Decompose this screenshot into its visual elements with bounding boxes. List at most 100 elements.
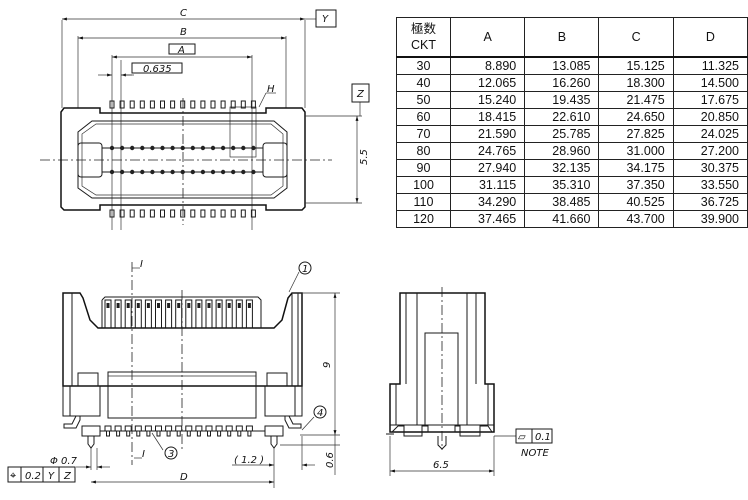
cell-c: 37.350: [598, 176, 674, 194]
pin: [220, 145, 226, 151]
header-ckt-jp: 極数: [411, 22, 437, 36]
callout-3-label: 3: [168, 449, 174, 460]
cell-c: 27.825: [598, 125, 674, 143]
solder-tail: [220, 209, 226, 218]
pin: [190, 169, 195, 175]
pin: [210, 145, 216, 151]
cell-a: 24.765: [450, 142, 526, 160]
contact: [195, 299, 203, 329]
contact: [104, 299, 112, 329]
height-5-5-label: 5.5: [359, 149, 370, 165]
section-mark-top: I: [140, 259, 143, 270]
top-view: C Y B A 0.635 H: [40, 8, 370, 230]
cell-ckt: 90: [395, 159, 452, 177]
cell-c: 24.650: [598, 108, 674, 126]
solder-tail: [250, 209, 256, 218]
label-h: H: [267, 84, 275, 95]
pin: [190, 145, 195, 151]
cell-b: 28.960: [524, 142, 600, 160]
cell-b: 41.660: [524, 210, 600, 228]
solder-tail: [200, 100, 206, 109]
solder-tail: [245, 425, 253, 437]
solder-tail: [160, 209, 165, 218]
cell-a: 31.115: [450, 176, 526, 194]
cell-a: 15.240: [450, 91, 526, 109]
pin: [150, 169, 155, 175]
solder-tail: [170, 100, 176, 109]
solder-tail: [230, 100, 236, 109]
cell-d: 27.200: [672, 142, 748, 160]
standoff-label: 0.6: [325, 452, 336, 468]
contact-tip: [187, 303, 191, 308]
solder-tail: [114, 425, 122, 437]
cell-c: 21.475: [598, 91, 674, 109]
solder-tail: [119, 100, 125, 109]
contact-tip: [227, 303, 231, 308]
cell-b: 32.135: [524, 159, 600, 177]
pin: [241, 169, 246, 175]
pin: [119, 169, 125, 175]
solder-tail: [200, 209, 206, 218]
solder-tail: [155, 425, 162, 437]
cell-a: 21.590: [450, 125, 526, 143]
pin: [180, 169, 185, 175]
cell-d: 39.900: [672, 210, 748, 228]
flatness-value: 0.1: [535, 432, 551, 443]
pin: [109, 145, 115, 151]
flatness-icon: ▱: [518, 432, 526, 443]
contact: [155, 299, 162, 329]
solder-tail: [195, 425, 203, 437]
pin: [150, 145, 155, 151]
position-datum-2: Z: [63, 471, 72, 482]
cell-d: 24.025: [672, 125, 748, 143]
contact: [245, 299, 253, 329]
contact: [235, 299, 243, 329]
side-view: 6.5 ▱ 0.1 NOTE: [386, 287, 553, 476]
cell-a: 37.465: [450, 210, 526, 228]
solder-tail: [170, 209, 176, 218]
contact-tip: [126, 303, 130, 308]
table-header-row: 極数 CKT A B C D: [395, 17, 748, 58]
cell-ckt: 120: [395, 210, 452, 228]
dim-d-label: D: [180, 472, 188, 483]
solder-tail: [129, 100, 135, 109]
cell-ckt: 70: [395, 125, 452, 143]
cell-ckt: 30: [395, 56, 452, 75]
cell-c: 18.300: [598, 74, 674, 92]
solder-tail: [149, 100, 155, 109]
solder-tail: [185, 425, 193, 437]
solder-tail: [139, 100, 145, 109]
solder-tail: [109, 100, 115, 109]
solder-tail: [190, 100, 196, 109]
flatness-frame: ▱ 0.1: [515, 428, 553, 444]
section-mark-bottom: I: [142, 449, 145, 460]
pin: [200, 145, 206, 151]
solder-tail: [210, 100, 216, 109]
callout-4-circle: [313, 405, 327, 419]
solder-tail: [180, 100, 186, 109]
datum-y-box: [315, 9, 337, 28]
pin: [210, 169, 216, 175]
solder-tail: [215, 425, 223, 437]
contact: [114, 299, 122, 329]
solder-tail: [240, 100, 246, 109]
dim-a-box: [168, 43, 196, 55]
cell-a: 27.940: [450, 159, 526, 177]
contact-tip: [146, 303, 150, 308]
header-a: A: [450, 17, 526, 58]
cell-ckt: 50: [395, 91, 452, 109]
header-ckt-en: CKT: [411, 38, 436, 52]
cell-a: 34.290: [450, 193, 526, 211]
cell-a: 8.890: [450, 56, 526, 75]
cell-d: 36.725: [672, 193, 748, 211]
solder-tail: [165, 425, 173, 437]
cell-b: 16.260: [524, 74, 600, 92]
pin: [170, 169, 175, 175]
contact-tip: [157, 303, 160, 308]
